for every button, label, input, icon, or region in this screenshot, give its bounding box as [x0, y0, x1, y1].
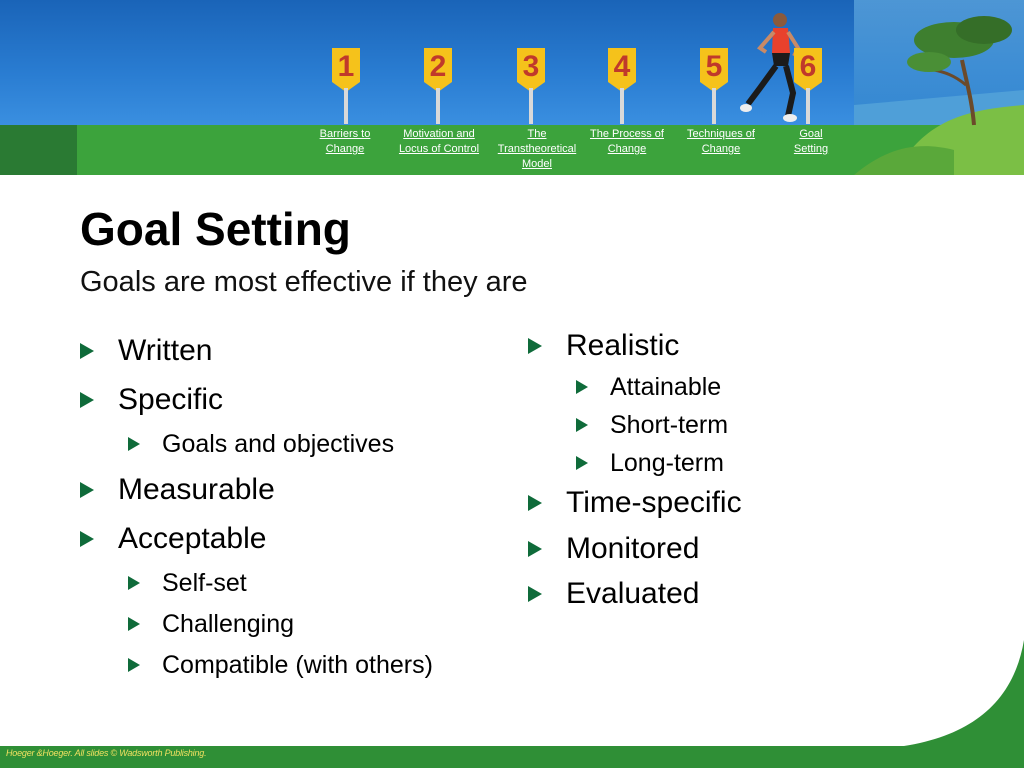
list-item: Measurable: [80, 473, 275, 507]
list-item-label: Evaluated: [566, 577, 700, 610]
sign-1: 1: [332, 48, 360, 124]
list-item-label: Attainable: [610, 373, 722, 401]
triangle-bullet-icon: [528, 586, 542, 602]
footer-swoosh: [904, 640, 1024, 750]
list-item: Monitored: [528, 532, 699, 566]
triangle-bullet-icon: [80, 482, 94, 498]
list-item: Written: [80, 334, 212, 368]
list-item-label: Written: [118, 334, 213, 367]
sign-3: 3: [517, 48, 545, 124]
footer-credit: Hoeger &Hoeger. All slides © Wadsworth P…: [6, 748, 207, 758]
list-item-label: Measurable: [118, 473, 275, 506]
list-item-label: Compatible (with others): [162, 651, 433, 679]
triangle-bullet-icon: [576, 379, 588, 394]
list-item: Evaluated: [528, 577, 699, 611]
list-item: Realistic: [528, 329, 679, 363]
triangle-bullet-icon: [80, 392, 94, 408]
list-item: Acceptable: [80, 522, 266, 556]
tree-scenery-image: [854, 0, 1024, 175]
header-banner: [0, 0, 1024, 125]
page-title: Goal Setting: [80, 203, 351, 255]
triangle-bullet-icon: [528, 338, 542, 354]
triangle-bullet-icon: [576, 417, 588, 432]
nav-bar: [0, 125, 1024, 175]
list-item-label: Goals and objectives: [162, 430, 395, 458]
triangle-bullet-icon: [528, 541, 542, 557]
runner-image: [740, 13, 801, 122]
list-item: Time-specific: [528, 486, 742, 520]
nav-link-goal-setting[interactable]: Goal Setting: [793, 128, 829, 155]
triangle-bullet-icon: [128, 575, 140, 590]
list-item: Challenging: [128, 610, 294, 639]
nav-link-barriers-to-change[interactable]: Barriers to Change: [319, 128, 371, 155]
list-item: Self-set: [128, 569, 247, 598]
list-item-label: Long-term: [610, 449, 724, 477]
sign-number: 2: [429, 50, 447, 83]
sign-4: 4: [608, 48, 636, 124]
nav-link-techniques-of-change[interactable]: Techniques of Change: [687, 128, 755, 155]
sign-5: 5: [700, 48, 728, 124]
list-item-label: Time-specific: [566, 486, 742, 519]
sign-6: 6: [794, 48, 822, 124]
triangle-bullet-icon: [80, 343, 94, 359]
triangle-bullet-icon: [528, 495, 542, 511]
list-item-label: Specific: [118, 383, 224, 416]
list-item-label: Acceptable: [118, 522, 267, 555]
list-item-label: Realistic: [566, 329, 680, 362]
nav-link-process-of-change[interactable]: The Process of Change: [590, 128, 664, 155]
triangle-bullet-icon: [80, 531, 94, 547]
triangle-bullet-icon: [128, 616, 140, 631]
footer-bar: [0, 746, 1024, 768]
sign-number: 1: [337, 50, 355, 83]
nav-link-transtheoretical-model[interactable]: The Transtheoretical Model: [497, 128, 577, 170]
triangle-bullet-icon: [128, 657, 140, 672]
nav-bar-accent: [0, 125, 77, 175]
page-subtitle: Goals are most effective if they are: [80, 266, 528, 298]
triangle-bullet-icon: [576, 455, 588, 470]
nav-link-motivation-locus-of-control[interactable]: Motivation and Locus of Control: [398, 128, 480, 155]
list-item: Compatible (with others): [128, 651, 433, 680]
list-item: Specific: [80, 383, 223, 417]
list-item-label: Self-set: [162, 569, 247, 597]
list-item: Long-term: [576, 449, 724, 478]
list-item: Attainable: [576, 373, 721, 402]
sign-number: 6: [799, 50, 817, 83]
list-item: Short-term: [576, 411, 728, 440]
sign-number: 3: [522, 50, 540, 83]
sign-number: 4: [613, 50, 631, 83]
list-item-label: Short-term: [610, 411, 729, 439]
sign-2: 2: [424, 48, 452, 124]
list-item: Goals and objectives: [128, 430, 394, 459]
triangle-bullet-icon: [128, 436, 140, 451]
list-item-label: Monitored: [566, 532, 700, 565]
sign-number: 5: [705, 50, 723, 83]
list-item-label: Challenging: [162, 610, 295, 638]
